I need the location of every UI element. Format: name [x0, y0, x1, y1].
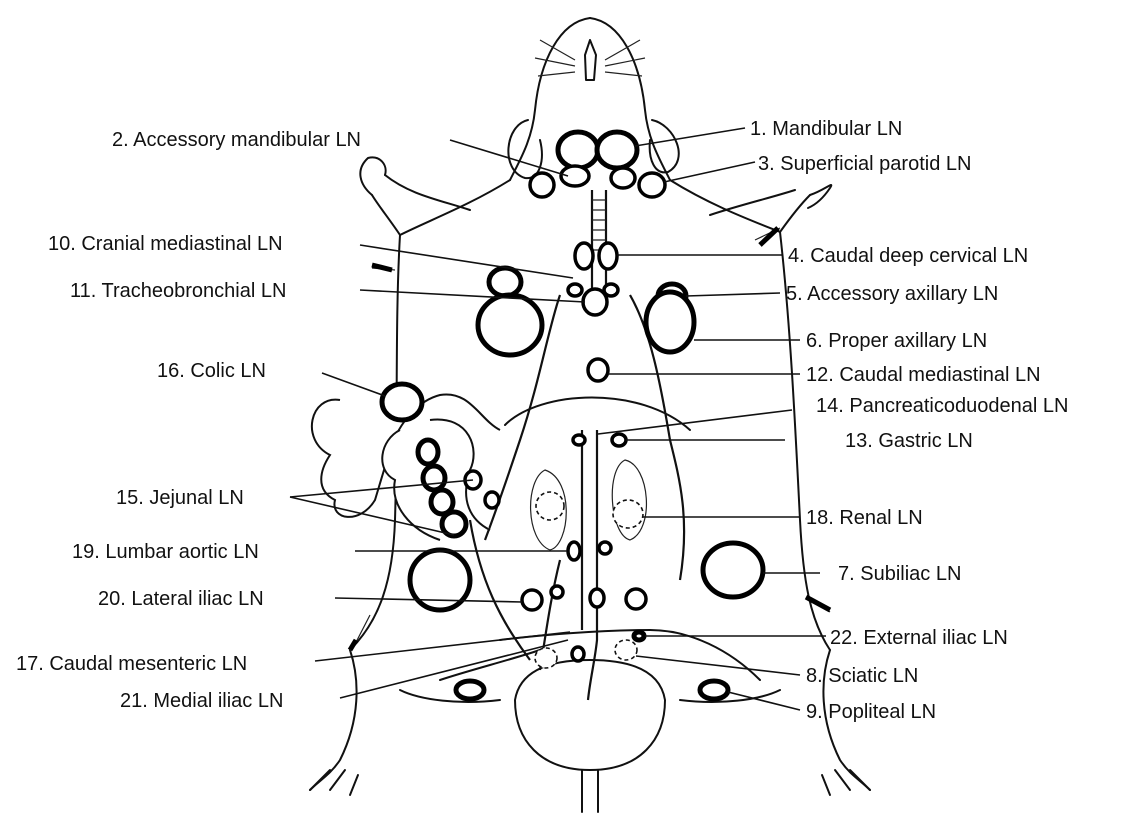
label-caudal-mediastinal-ln: 12. Caudal mediastinal LN: [806, 364, 1041, 386]
label-cranial-mediastinal-ln: 10. Cranial mediastinal LN: [48, 233, 283, 255]
labels: 1. Mandibular LN 2. Accessory mandibular…: [16, 118, 1068, 723]
label-sciatic-ln: 8. Sciatic LN: [806, 665, 918, 687]
label-renal-ln: 18. Renal LN: [806, 507, 923, 529]
label-pancreaticoduodenal-ln: 14. Pancreaticoduodenal LN: [816, 395, 1068, 417]
label-lateral-iliac-ln: 20. Lateral iliac LN: [98, 588, 264, 610]
label-mandibular-ln: 1. Mandibular LN: [750, 118, 902, 140]
label-jejunal-ln: 15. Jejunal LN: [116, 487, 244, 509]
label-gastric-ln: 13. Gastric LN: [845, 430, 973, 452]
label-colic-ln: 16. Colic LN: [157, 360, 266, 382]
label-caudal-mesenteric-ln: 17. Caudal mesenteric LN: [16, 653, 247, 675]
label-accessory-mandibular-ln: 2. Accessory mandibular LN: [112, 129, 361, 151]
label-proper-axillary-ln: 6. Proper axillary LN: [806, 330, 987, 352]
label-tracheobronchial-ln: 11. Tracheobronchial LN: [70, 280, 286, 302]
label-superficial-parotid-ln: 3. Superficial parotid LN: [758, 153, 971, 175]
label-external-iliac-ln: 22. External iliac LN: [830, 627, 1008, 649]
label-accessory-axillary-ln: 5. Accessory axillary LN: [786, 283, 998, 305]
label-caudal-deep-cervical-ln: 4. Caudal deep cervical LN: [788, 245, 1028, 267]
label-popliteal-ln: 9. Popliteal LN: [806, 701, 936, 723]
label-lumbar-aortic-ln: 19. Lumbar aortic LN: [72, 541, 259, 563]
label-subiliac-ln: 7. Subiliac LN: [838, 563, 961, 585]
label-medial-iliac-ln: 21. Medial iliac LN: [120, 690, 283, 712]
